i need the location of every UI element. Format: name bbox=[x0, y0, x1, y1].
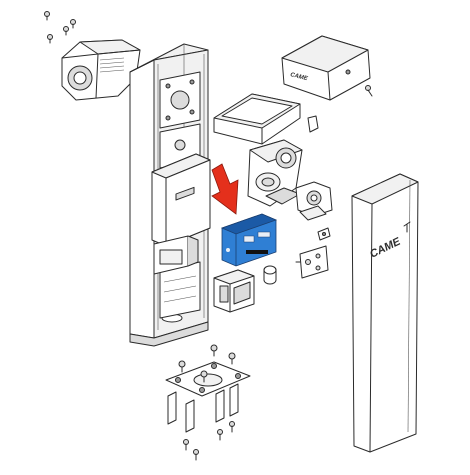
anchor-bolts-bottom bbox=[183, 421, 235, 461]
cover-box-brand: CAME bbox=[290, 72, 310, 82]
release-plate bbox=[295, 245, 329, 279]
small-clip bbox=[307, 115, 319, 133]
red-assembly-arrow bbox=[211, 163, 239, 215]
front-cover-panel: CAME bbox=[351, 173, 419, 453]
anchor-brackets bbox=[167, 383, 239, 433]
screw-right-top bbox=[365, 85, 373, 97]
small-bracket bbox=[317, 227, 331, 241]
electronics-cover-box: CAME bbox=[281, 35, 371, 101]
transformer bbox=[213, 269, 255, 313]
screws-top-left bbox=[44, 11, 76, 44]
column-lower-components bbox=[153, 235, 199, 275]
capacitor bbox=[263, 265, 277, 285]
inner-lid-tray bbox=[213, 93, 301, 145]
control-box-front bbox=[151, 153, 211, 247]
anchor-bolts-top bbox=[178, 344, 236, 383]
cabinet-top-cap bbox=[61, 39, 141, 101]
control-board-blue bbox=[220, 213, 278, 267]
gear-motor bbox=[247, 139, 303, 207]
limit-switch-unit bbox=[295, 181, 333, 221]
anchor-plate bbox=[165, 361, 251, 397]
